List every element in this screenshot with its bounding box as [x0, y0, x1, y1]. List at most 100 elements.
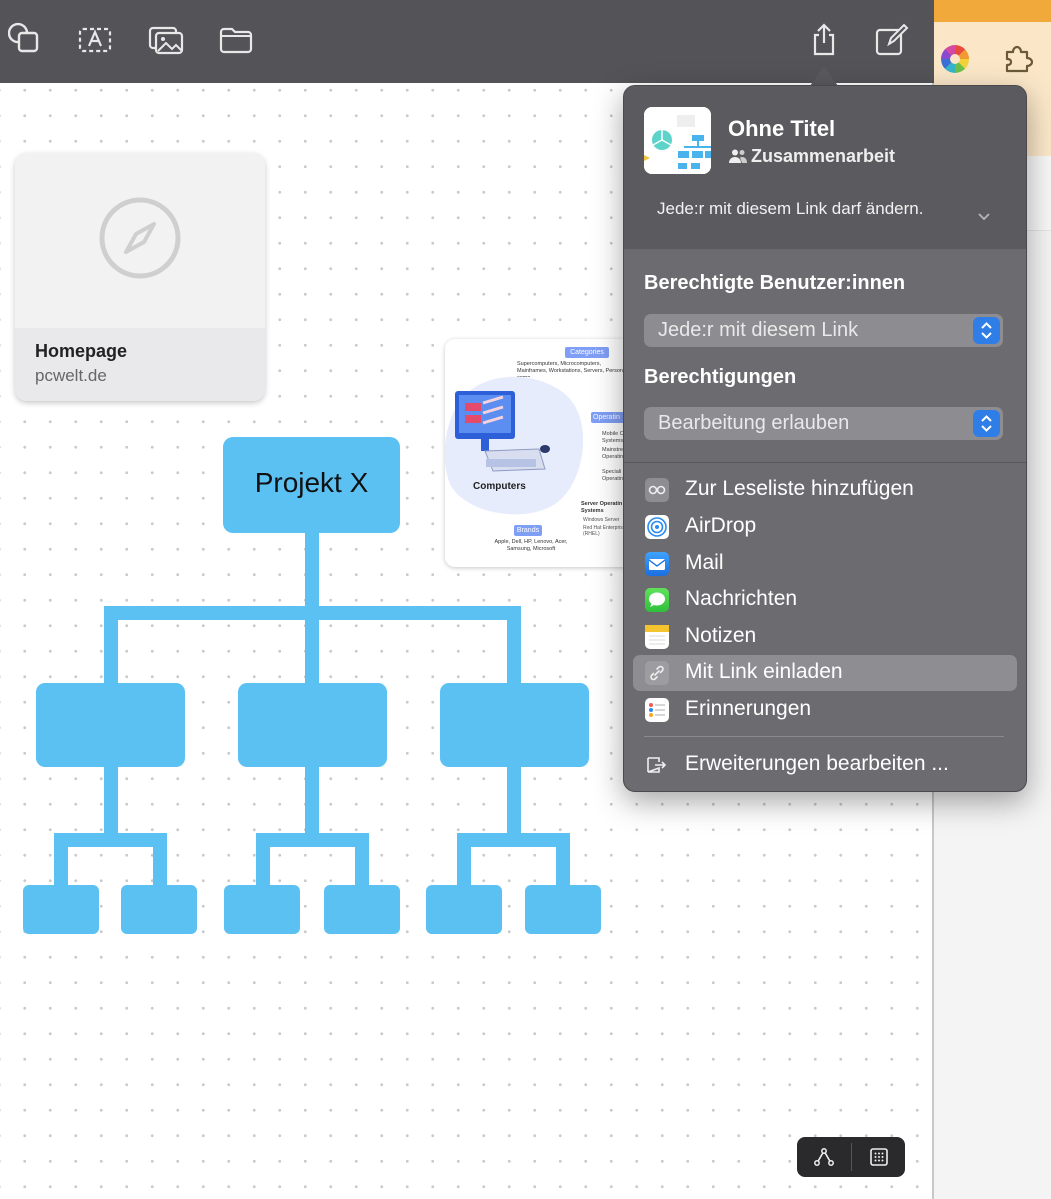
infographic-brands-label: Brands: [514, 525, 542, 536]
reminders-icon: [645, 698, 669, 722]
link-meta: [15, 328, 265, 401]
connector: [256, 833, 369, 847]
org-root-node[interactable]: [223, 437, 400, 533]
connector-tool-icon[interactable]: [813, 1146, 835, 1168]
infographic-server-item-1: Windows Server: [583, 517, 620, 523]
org-leaf-node-1[interactable]: [23, 885, 99, 934]
controls-separator: [851, 1143, 852, 1171]
extensions-icon: [645, 753, 669, 777]
authorized-users-value: Jede:r mit diesem Link: [658, 319, 859, 341]
menu-item-label: Erinnerungen: [685, 697, 812, 720]
menu-item-edit-extensions[interactable]: Erweiterungen bearbeiten ...: [633, 747, 1017, 783]
messages-icon: [645, 588, 669, 612]
infographic-os-item-2: Mainstre Operatin: [602, 447, 624, 460]
infographic-brands-text: Apple, Dell, HP, Lenovo, Acer, Samsung, …: [494, 539, 568, 552]
color-wheel-icon[interactable]: [941, 45, 969, 73]
toolbar: [0, 0, 934, 83]
compose-icon[interactable]: [873, 22, 909, 58]
org-root-label: Projekt X: [254, 467, 369, 498]
document-title: Ohne Titel: [728, 116, 836, 141]
menu-item-reminders[interactable]: Erinnerungen: [633, 692, 1017, 728]
infographic-os-item-3: Speciali Operatin: [602, 469, 624, 482]
connector: [153, 833, 167, 885]
image-card[interactable]: Categories Supercomputers, Microcomputer…: [445, 339, 635, 567]
menu-separator: [644, 736, 1004, 737]
authorized-users-select[interactable]: Jede:r mit diesem Link: [644, 314, 1003, 347]
collaboration-label: Zusammenarbeit: [751, 146, 896, 166]
extension-puzzle-icon[interactable]: [1001, 43, 1033, 75]
select-stepper-icon: [973, 410, 1000, 437]
connector: [507, 767, 521, 835]
shapes-icon[interactable]: [7, 22, 44, 58]
menu-item-label: Mit Link einladen: [685, 660, 843, 683]
chevron-down-icon[interactable]: [976, 208, 992, 224]
background-window-accent: [934, 0, 1051, 22]
org-leaf-node-5[interactable]: [426, 885, 502, 934]
notes-icon: [645, 625, 669, 649]
connector: [556, 833, 570, 885]
menu-item-label: Mail: [685, 551, 724, 574]
connector: [54, 833, 167, 847]
org-mid-node-2[interactable]: [238, 683, 387, 767]
org-mid-node-1[interactable]: [36, 683, 185, 767]
connector: [457, 833, 471, 885]
menu-item-reading-list[interactable]: Zur Leseliste hinzufügen: [633, 472, 1017, 508]
select-stepper-icon: [973, 317, 1000, 344]
popover-arrow: [810, 66, 838, 86]
link-card[interactable]: Homepage pcwelt.de: [15, 153, 265, 401]
infographic-os-item-1: Mobile O Systems: [602, 431, 625, 444]
collaboration-mode[interactable]: Zusammenarbeit: [728, 146, 895, 167]
connector: [104, 606, 521, 620]
people-icon: [729, 149, 747, 163]
airdrop-icon: [645, 515, 669, 539]
canvas-controls: [797, 1137, 905, 1177]
menu-item-invite-link[interactable]: Mit Link einladen: [633, 655, 1017, 691]
org-leaf-node-2[interactable]: [121, 885, 197, 934]
folder-icon[interactable]: [218, 22, 254, 58]
menu-item-mail[interactable]: Mail: [633, 546, 1017, 582]
grid-toggle-icon[interactable]: [868, 1146, 890, 1168]
org-leaf-node-6[interactable]: [525, 885, 601, 934]
document-thumbnail: [644, 107, 711, 174]
connector: [305, 767, 319, 835]
menu-item-airdrop[interactable]: AirDrop: [633, 509, 1017, 545]
permissions-value: Bearbeitung erlauben: [658, 412, 850, 434]
menu-item-label: Notizen: [685, 624, 757, 647]
connector: [457, 833, 570, 847]
share-icon[interactable]: [806, 22, 842, 58]
mail-icon: [645, 552, 669, 576]
link-icon: [645, 661, 669, 685]
text-box-icon[interactable]: [77, 22, 113, 58]
infographic-categories-text: Supercomputers, Microcomputers, Mainfram…: [517, 361, 628, 377]
permissions-select[interactable]: Bearbeitung erlauben: [644, 407, 1003, 440]
link-title: Homepage: [35, 341, 128, 361]
popover-divider: [624, 462, 1026, 463]
connector: [104, 606, 118, 683]
menu-item-messages[interactable]: Nachrichten: [633, 582, 1017, 618]
menu-item-label: Nachrichten: [685, 587, 798, 610]
permissions-label: Berechtigungen: [644, 366, 797, 388]
media-icon[interactable]: [148, 22, 184, 58]
infographic-server-item-2: Red Hat Enterprise Li (RHEL): [583, 525, 631, 537]
infographic-operating-label: Operatin: [591, 412, 633, 423]
connector: [355, 833, 369, 885]
access-summary[interactable]: Jede:r mit diesem Link darf ändern.: [657, 199, 924, 218]
menu-item-label: Erweiterungen bearbeiten ...: [685, 752, 949, 775]
org-mid-node-3[interactable]: [440, 683, 589, 767]
link-preview: [15, 153, 265, 328]
connector: [256, 833, 270, 885]
menu-item-label: AirDrop: [685, 514, 757, 537]
link-domain: pcwelt.de: [35, 366, 107, 385]
share-popover: Ohne Titel Zusammenarbeit Jede:r mit die…: [623, 85, 1027, 792]
authorized-users-label: Berechtigte Benutzer:innen: [644, 272, 906, 294]
connector: [104, 767, 118, 835]
infographic-main-label: Computers: [473, 481, 526, 492]
org-leaf-node-3[interactable]: [224, 885, 300, 934]
infographic-server-label: Server Operatin Systems: [581, 501, 623, 514]
menu-item-notes[interactable]: Notizen: [633, 619, 1017, 655]
infographic-image: [445, 376, 584, 515]
connector: [507, 606, 521, 683]
infographic-categories-label: Categories: [565, 347, 609, 358]
org-leaf-node-4[interactable]: [324, 885, 400, 934]
safari-compass-icon: [99, 197, 181, 279]
